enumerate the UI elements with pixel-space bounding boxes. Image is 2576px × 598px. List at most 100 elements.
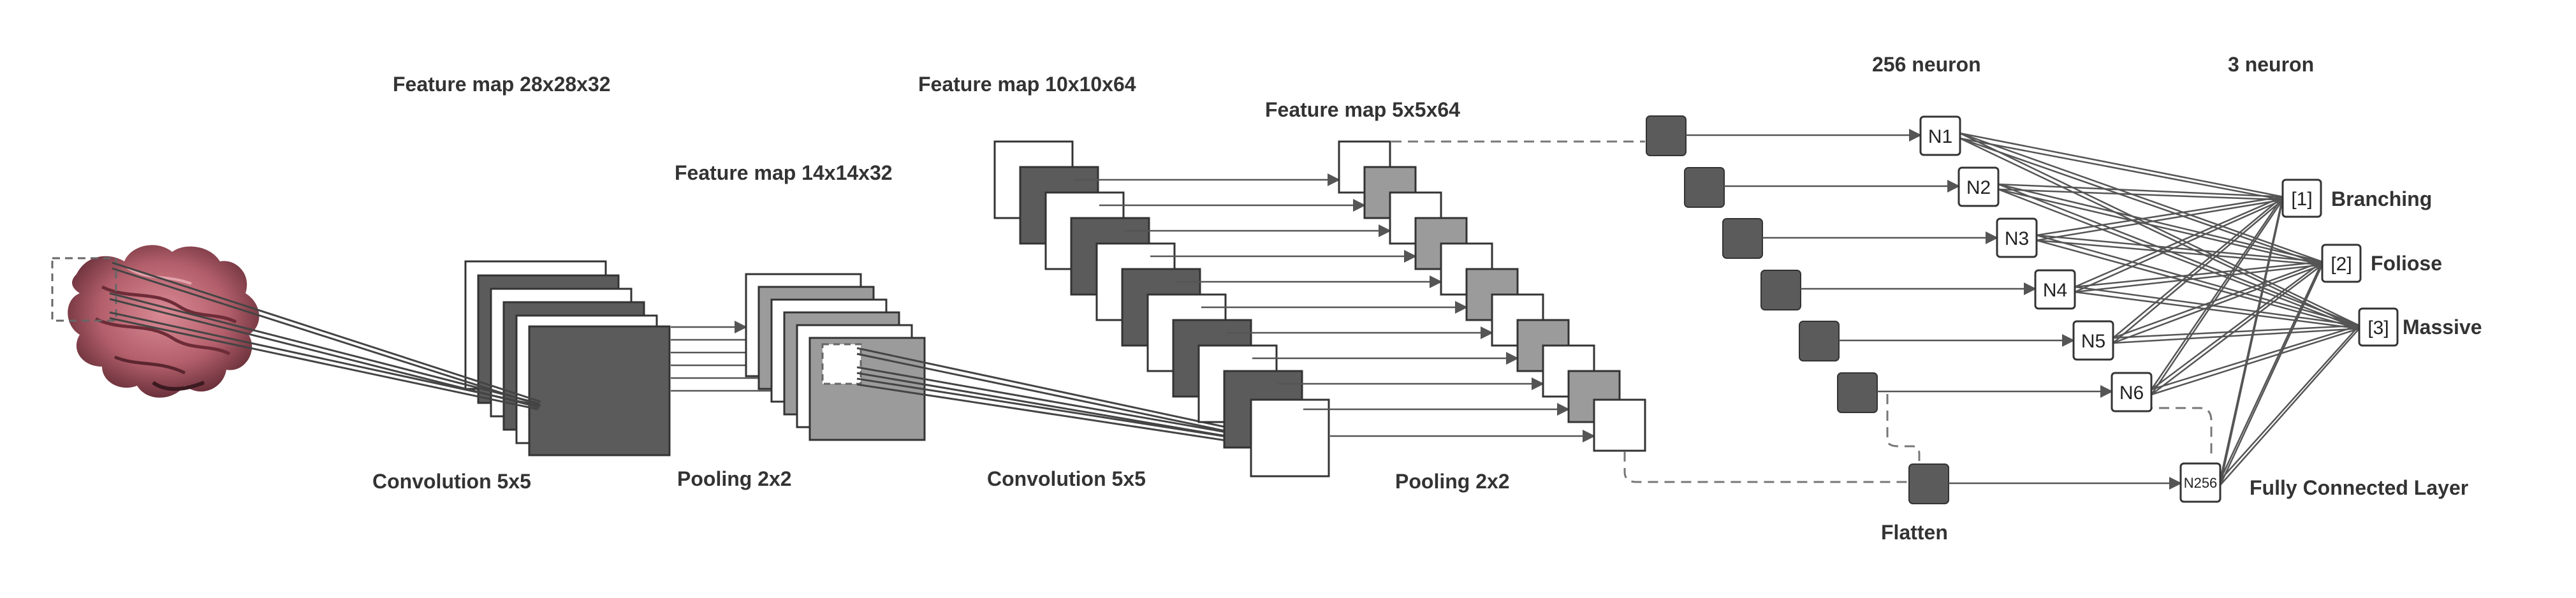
feature-map-1-label: Feature map 28x28x32 <box>393 73 611 96</box>
connection-line <box>2036 199 2283 242</box>
pool2-label: Pooling 2x2 <box>1395 470 1510 493</box>
connection-line <box>1959 137 2323 266</box>
hidden-neuron-label: N5 <box>2081 331 2105 352</box>
connection-line <box>2219 261 2324 481</box>
hidden-neuron-label: N3 <box>2005 228 2029 249</box>
connection-line <box>2074 261 2323 288</box>
connection-line <box>2112 325 2360 339</box>
feature-map-stack-4 <box>1338 140 1646 452</box>
connection-line <box>1998 183 2360 326</box>
fmap-1-layer <box>528 325 671 456</box>
pool1-label: Pooling 2x2 <box>677 467 792 490</box>
output-index: [3] <box>2367 317 2389 339</box>
connection-line <box>2074 199 2283 293</box>
flatten-unit <box>1799 321 1840 361</box>
hidden-layer-label: 256 neuron <box>1872 53 1981 76</box>
feature-map-stack-3 <box>993 140 1330 478</box>
flatten-label: Flatten <box>1881 521 1948 544</box>
connection-line <box>1959 132 2360 326</box>
output-index: [1] <box>2291 189 2312 210</box>
feature-map-3-label: Feature map 10x10x64 <box>918 73 1136 96</box>
conv1-projection-lines <box>109 261 541 411</box>
connection-line <box>2151 261 2323 391</box>
output-index: [2] <box>2331 254 2352 275</box>
output-layer: [1] Branching [2] Foliose [3] Massive <box>2281 179 2482 347</box>
connection-line <box>2151 328 2360 396</box>
feature-map-stack-2 <box>745 273 926 441</box>
connection-line <box>2074 286 2360 326</box>
flatten-unit <box>1646 115 1687 156</box>
output-neuron-massive: [3] Massive <box>2358 307 2482 347</box>
output-class-name: Massive <box>2403 316 2482 339</box>
connection-line <box>2151 264 2323 395</box>
flatten-dashed-links <box>1391 140 2213 483</box>
input-receptive-field <box>51 257 117 322</box>
hidden-neuron-n5: N5 <box>2072 320 2114 361</box>
connection-line <box>2220 328 2360 486</box>
hidden-neuron-label: N6 <box>2119 383 2144 404</box>
output-neuron-foliose: [2] Foliose <box>2321 244 2442 283</box>
connection-line <box>1998 183 2323 263</box>
flatten-unit <box>1837 372 1878 413</box>
connection-line <box>2112 196 2283 339</box>
conv1-label: Convolution 5x5 <box>372 470 531 493</box>
connection-line <box>2112 328 2360 344</box>
connection-line <box>2219 200 2284 486</box>
feature-map-stack-1 <box>464 260 671 456</box>
connection-line <box>2036 234 2360 326</box>
connection-line <box>1959 132 2323 263</box>
hidden-neuron-n4: N4 <box>2034 269 2076 310</box>
connection-line <box>2036 234 2323 263</box>
connection-line <box>1998 188 2323 266</box>
pool1-receptive-field <box>821 343 862 385</box>
connection-line <box>1998 188 2283 201</box>
output-class-name: Branching <box>2331 187 2432 210</box>
fmap-3-layer <box>1250 398 1330 478</box>
hidden-neuron-n256: N256 <box>2179 462 2221 503</box>
hidden-neuron-n6: N6 <box>2111 372 2153 412</box>
connection-line <box>2150 196 2284 390</box>
connection-line <box>2074 264 2323 293</box>
feature-map-2-label: Feature map 14x14x32 <box>675 161 893 184</box>
connection-line <box>2151 325 2360 391</box>
output-class-name: Foliose <box>2371 252 2442 275</box>
hidden-neuron-label: N4 <box>2043 280 2067 301</box>
connection-line <box>2036 239 2323 266</box>
connection-line <box>2112 264 2323 344</box>
connection-line <box>1998 183 2283 198</box>
flatten-column <box>1646 115 1949 504</box>
connection-line <box>1959 137 2360 330</box>
pool2-arrows <box>1074 173 1595 442</box>
connection-line <box>1959 137 2283 201</box>
conv2-label: Convolution 5x5 <box>987 467 1146 490</box>
conv2-projection-lines <box>856 347 1250 445</box>
connection-line <box>2150 199 2284 395</box>
hidden-neuron-label: N2 <box>1966 177 1991 198</box>
connection-line <box>1959 132 2283 198</box>
output-neuron-branching: [1] Branching <box>2281 179 2432 218</box>
fmap-4-layer <box>1593 398 1646 452</box>
output-layer-label: 3 neuron <box>2228 53 2314 76</box>
fully-connected-lines <box>1959 132 2360 486</box>
hidden-neuron-n1: N1 <box>1919 115 1961 156</box>
connection-line <box>2074 196 2283 288</box>
hidden-neuron-label: N256 <box>2184 475 2218 491</box>
flatten-unit <box>1684 167 1725 208</box>
hidden-layer: N1 N2 N3 N4 N5 N6 N256 <box>1919 115 2221 503</box>
connection-line <box>2036 239 2360 330</box>
connection-line <box>2112 261 2323 339</box>
connection-line <box>2112 199 2283 344</box>
flatten-unit <box>1908 463 1949 504</box>
connection-line <box>2074 291 2360 330</box>
connection-line <box>2036 196 2283 237</box>
hidden-neuron-label: N1 <box>1928 126 1952 147</box>
connection-line <box>2220 325 2360 481</box>
hidden-neuron-n3: N3 <box>1996 217 2038 258</box>
connection-line <box>1998 188 2360 330</box>
connection-line <box>2219 264 2324 486</box>
fully-connected-label: Fully Connected Layer <box>2250 476 2468 499</box>
hidden-neuron-n2: N2 <box>1958 166 2000 207</box>
flatten-unit <box>1760 270 1801 310</box>
feature-map-4-label: Feature map 5x5x64 <box>1265 98 1460 121</box>
